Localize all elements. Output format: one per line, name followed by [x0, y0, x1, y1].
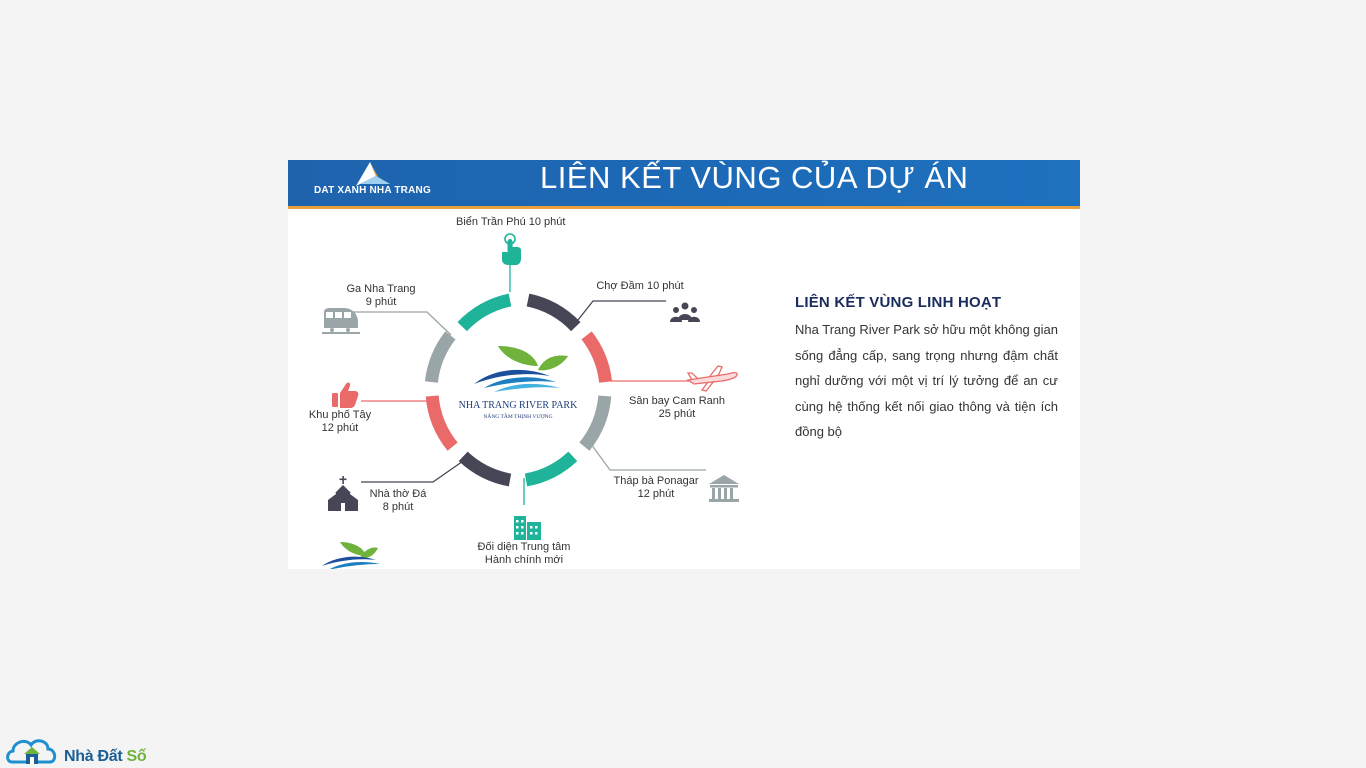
leader-line-temple: [590, 443, 706, 471]
label-beach: Biển Trần Phú 10 phút: [456, 216, 566, 228]
leader-line-market: [577, 300, 666, 321]
slide-title: LIÊN KẾT VÙNG CỦA DỰ ÁN: [540, 160, 969, 195]
ring-segment-grey-right: [579, 395, 612, 451]
dat-xanh-logo-icon: [356, 162, 390, 186]
temple-icon: [709, 475, 739, 502]
ring-segment-teal-bottom: [524, 451, 578, 487]
ring-segment-dark-bottom: [458, 451, 512, 487]
church-icon: [328, 476, 358, 511]
label-temple: Tháp bà Ponagar 12 phút: [613, 475, 699, 500]
label-airport: Sân bay Cam Ranh 25 phút: [629, 395, 725, 420]
building-icon: [514, 516, 541, 540]
train-icon: [322, 308, 360, 334]
river-park-name: NHA TRANG RIVER PARK: [459, 400, 578, 411]
label-church: Nhà thờ Đá 8 phút: [369, 488, 427, 513]
ring-segment-grey-left: [424, 331, 456, 383]
label-western-quarter: Khu phố Tây 12 phút: [308, 409, 372, 434]
watermark-text: Nhà Đất Số: [64, 748, 147, 765]
label-market: Chợ Đầm 10 phút: [596, 280, 684, 292]
river-park-logo: [474, 346, 568, 392]
people-icon: [670, 302, 700, 322]
river-park-logo-partial: [322, 542, 380, 569]
nha-dat-so-logo-icon: [6, 739, 57, 764]
brand-name: DAT XANH NHA TRANG: [314, 185, 431, 196]
panel-heading: LIÊN KẾT VÙNG LINH HOẠT: [795, 294, 1002, 311]
label-admin-center: Đối diện Trung tâm Hành chính mới: [477, 541, 571, 566]
project-slide: DAT XANH NHA TRANG LIÊN KẾT VÙNG CỦA DỰ …: [288, 160, 1080, 569]
panel-body-text: Nha Trang River Park sở hữu một không gi…: [795, 322, 1058, 439]
ring-segment-coral-left: [425, 395, 458, 451]
leader-line-church: [361, 458, 467, 483]
slide-banner: DAT XANH NHA TRANG LIÊN KẾT VÙNG CỦA DỰ …: [288, 160, 1080, 209]
label-train-station: Ga Nha Trang 9 phút: [346, 283, 416, 308]
leader-line-station: [338, 311, 452, 336]
ring-segment-dark-top: [526, 293, 581, 332]
description-panel: LIÊN KẾT VÙNG LINH HOẠT Nha Trang River …: [795, 294, 1058, 445]
river-park-tagline: NÂNG TẦM THỊNH VƯỢNG: [483, 412, 552, 420]
touch-icon: [502, 233, 521, 265]
airplane-icon: [686, 365, 738, 392]
connection-diagram: NHA TRANG RIVER PARK NÂNG TẦM THỊNH VƯỢN…: [322, 233, 739, 569]
thumbs-up-icon: [332, 382, 359, 408]
ring-segment-teal-top: [457, 293, 512, 332]
ring-segment-coral-right: [581, 331, 613, 383]
